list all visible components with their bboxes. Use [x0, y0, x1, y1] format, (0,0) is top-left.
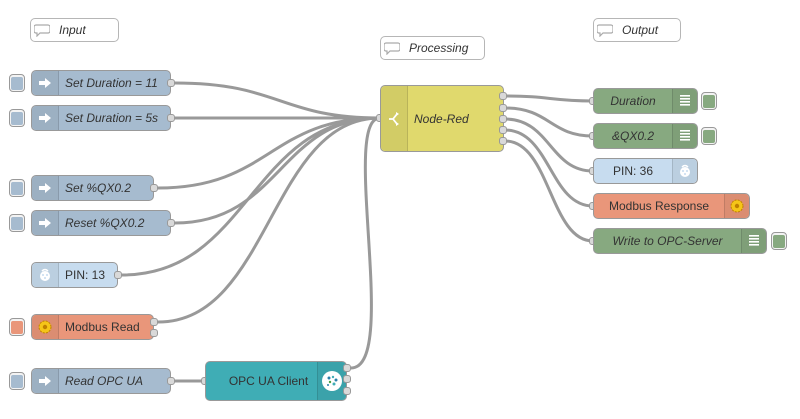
comment-input[interactable]: Input: [30, 18, 119, 42]
inject-node-reset-qx[interactable]: Reset %QX0.2: [31, 210, 171, 236]
switch-icon: [381, 86, 408, 151]
output-port[interactable]: [167, 114, 175, 122]
output-port[interactable]: [150, 318, 158, 326]
output-port[interactable]: [343, 375, 351, 383]
list-icon: [672, 89, 697, 113]
comment-label: Processing: [409, 41, 469, 55]
arrow-in-icon: [32, 369, 59, 393]
node-label: PIN: 13: [65, 268, 106, 282]
switch-node-node-red[interactable]: Node-Red: [380, 85, 504, 152]
wire[interactable]: [504, 106, 594, 138]
debug-toggle-button[interactable]: [701, 127, 717, 145]
rpi-input-node-pin-13[interactable]: PIN: 13: [31, 262, 118, 288]
speech-bubble-icon: [381, 37, 403, 59]
raspberry-icon: [672, 159, 697, 183]
arrow-in-icon: [32, 176, 59, 200]
wire[interactable]: [504, 117, 594, 173]
inject-button[interactable]: [9, 109, 25, 127]
output-port[interactable]: [499, 115, 507, 123]
output-port[interactable]: [167, 377, 175, 385]
wire[interactable]: [350, 116, 381, 370]
inject-button[interactable]: [9, 214, 25, 232]
output-port[interactable]: [499, 104, 507, 112]
opcua-logo-icon: [317, 362, 346, 400]
rpi-output-node-pin-36[interactable]: PIN: 36: [593, 158, 698, 184]
output-port[interactable]: [343, 387, 351, 395]
debug-toggle-button[interactable]: [771, 232, 787, 250]
node-label: PIN: 36: [612, 164, 654, 178]
output-port[interactable]: [150, 184, 158, 192]
wire[interactable]: [174, 81, 381, 120]
node-label: Set Duration = 5s: [65, 111, 159, 125]
comment-output[interactable]: Output: [593, 18, 681, 42]
inject-node-read-opc-ua[interactable]: Read OPC UA: [31, 368, 171, 394]
gear-icon: [32, 315, 59, 339]
inject-button[interactable]: [9, 179, 25, 197]
gear-icon: [724, 194, 749, 218]
output-port[interactable]: [167, 219, 175, 227]
list-icon: [672, 124, 697, 148]
output-port[interactable]: [167, 79, 175, 87]
modbus-read-node[interactable]: Modbus Read: [31, 314, 154, 340]
wire[interactable]: [504, 139, 594, 243]
modbus-response-node[interactable]: Modbus Response: [593, 193, 750, 219]
node-label: Write to OPC-Server: [612, 234, 723, 248]
comment-label: Input: [59, 23, 86, 37]
enable-button[interactable]: [9, 318, 25, 336]
raspberry-icon: [32, 263, 59, 287]
node-label: OPC UA Client: [228, 374, 309, 388]
comment-label: Output: [622, 23, 659, 37]
wire[interactable]: [157, 116, 381, 190]
inject-node-set-qx[interactable]: Set %QX0.2: [31, 175, 154, 201]
node-label: Set Duration = 11: [65, 76, 158, 90]
debug-node-write-opc[interactable]: Write to OPC-Server: [593, 228, 767, 254]
opc-ua-client-node[interactable]: OPC UA Client: [205, 361, 347, 401]
output-port[interactable]: [150, 329, 158, 337]
wire[interactable]: [121, 116, 381, 277]
output-port[interactable]: [499, 92, 507, 100]
wire[interactable]: [504, 94, 594, 103]
debug-node-qx[interactable]: &QX0.2: [593, 123, 698, 149]
output-port[interactable]: [114, 271, 122, 279]
inject-node-set-duration-5s[interactable]: Set Duration = 5s: [31, 105, 171, 131]
node-label: &QX0.2: [611, 129, 655, 143]
comment-processing[interactable]: Processing: [380, 36, 485, 60]
output-port[interactable]: [499, 137, 507, 145]
node-label: Modbus Read: [65, 320, 140, 334]
node-label: Node-Red: [414, 111, 469, 126]
wire[interactable]: [504, 128, 594, 208]
node-label: Set %QX0.2: [65, 181, 132, 195]
speech-bubble-icon: [31, 19, 53, 41]
inject-button[interactable]: [9, 74, 25, 92]
list-icon: [741, 229, 766, 253]
wire[interactable]: [157, 116, 381, 324]
arrow-in-icon: [32, 106, 59, 130]
debug-node-duration[interactable]: Duration: [593, 88, 698, 114]
node-label: Modbus Response: [608, 199, 710, 213]
output-port[interactable]: [499, 126, 507, 134]
inject-button[interactable]: [9, 372, 25, 390]
inject-node-set-duration-11[interactable]: Set Duration = 11: [31, 70, 171, 96]
node-label: Reset %QX0.2: [65, 216, 145, 230]
debug-toggle-button[interactable]: [701, 92, 717, 110]
arrow-in-icon: [32, 71, 59, 95]
arrow-in-icon: [32, 211, 59, 235]
speech-bubble-icon: [594, 19, 616, 41]
node-label: Read OPC UA: [65, 374, 144, 388]
node-label: Duration: [610, 94, 656, 108]
output-port[interactable]: [343, 364, 351, 372]
